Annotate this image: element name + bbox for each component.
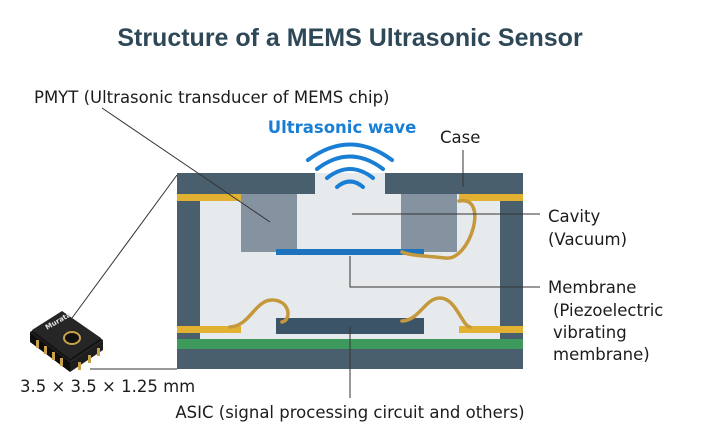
membrane-desc-2: vibrating [553,323,627,342]
mems-block-left [241,194,297,252]
membrane-desc-3: membrane) [553,345,650,364]
asic-label: ASIC (signal processing circuit and othe… [175,403,524,422]
wire-lower-left [228,298,290,329]
lead-bottom-left [177,326,241,333]
wire-lower-right [400,296,472,329]
sound-port [315,173,385,197]
cavity-label: Cavity [548,207,600,226]
pmyt-leader [101,107,271,223]
chip-pins [36,340,100,370]
chip-port-icon [63,331,81,345]
leader-lines [71,107,540,398]
wire-upper-right [400,199,477,260]
chip-zoom-leader-top [71,174,178,319]
chip-size-label: 3.5 × 3.5 × 1.25 mm [20,377,195,396]
membrane-desc-1: (Piezoelectric [553,301,663,320]
case-label: Case [440,128,480,147]
membrane [276,249,424,255]
membrane-leader [349,256,540,288]
membrane-label: Membrane [548,278,636,297]
mems-block-right [401,194,457,252]
pmyt-label: PMYT (Ultrasonic transducer of MEMS chip… [34,88,390,107]
diagram-title: Structure of a MEMS Ultrasonic Sensor [117,24,583,52]
lead-top-left [177,194,241,201]
sensor-chip-image: Murata [30,311,103,372]
ultrasonic-wave-label: Ultrasonic wave [268,118,417,137]
lead-top-right [459,194,523,201]
cavity-sublabel: (Vacuum) [548,230,627,249]
ultrasonic-wave-icon [306,142,394,189]
lead-bottom-right [459,326,523,333]
asic-chip [276,318,424,334]
